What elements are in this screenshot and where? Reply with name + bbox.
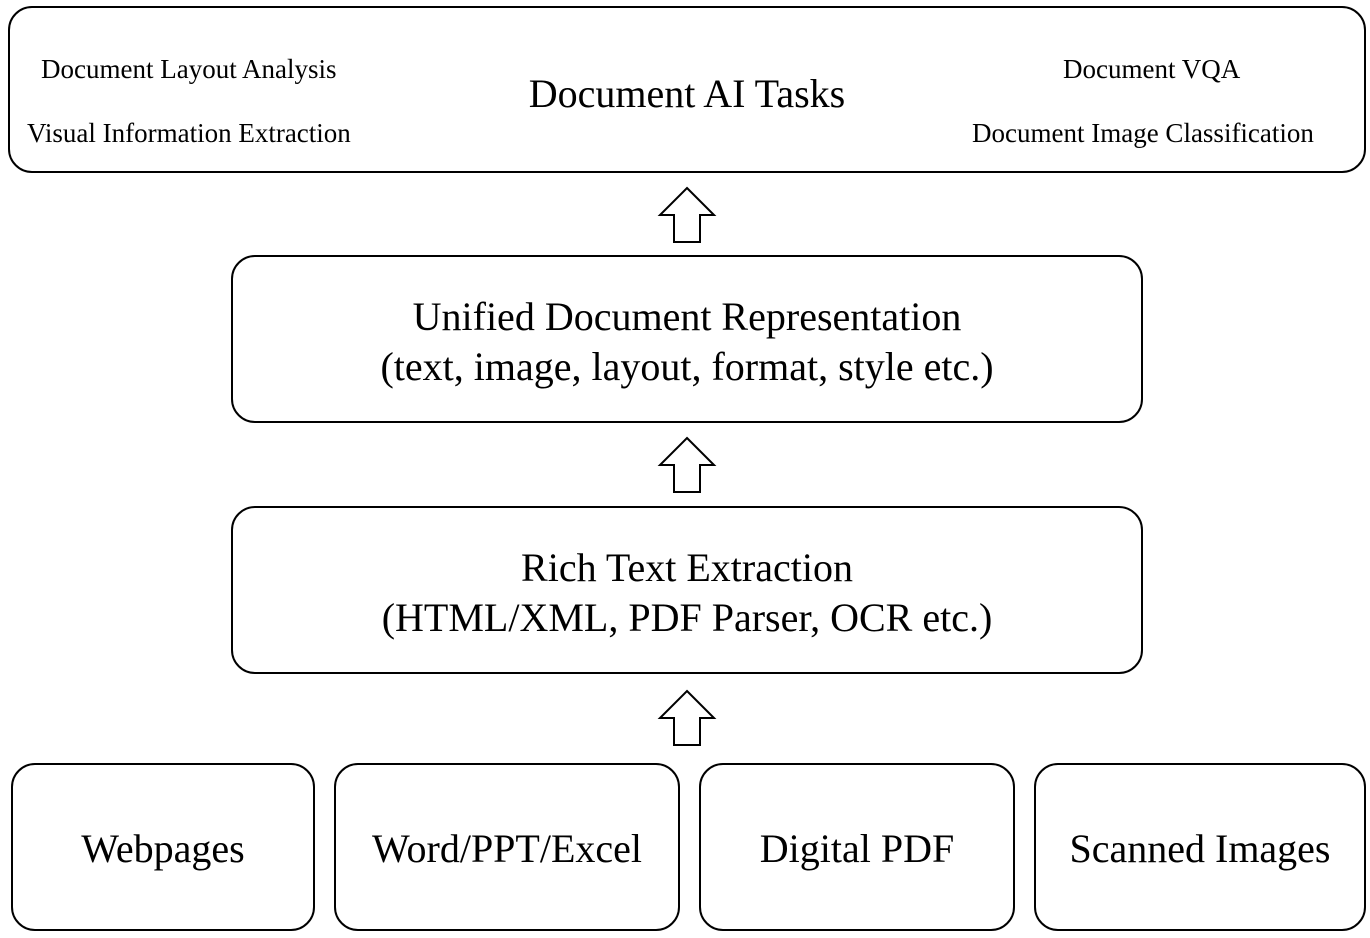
source-scanned-images-box: Scanned Images (1034, 763, 1366, 931)
up-arrow-icon (657, 436, 717, 493)
representation-subtitle: (text, image, layout, format, style etc.… (380, 344, 994, 389)
extraction-box: Rich Text Extraction (HTML/XML, PDF Pars… (231, 506, 1143, 674)
source-webpages-box: Webpages (11, 763, 315, 931)
source-office-box: Word/PPT/Excel (334, 763, 680, 931)
up-arrow-icon (657, 689, 717, 746)
task-layout-analysis: Document Layout Analysis (41, 54, 337, 84)
source-digital-pdf-label: Digital PDF (759, 826, 955, 871)
representation-box: Unified Document Representation (text, i… (231, 255, 1143, 423)
source-digital-pdf-box: Digital PDF (699, 763, 1015, 931)
source-office-label: Word/PPT/Excel (371, 826, 643, 871)
extraction-subtitle: (HTML/XML, PDF Parser, OCR etc.) (381, 595, 993, 640)
source-webpages-label: Webpages (81, 826, 245, 871)
tasks-title: Document AI Tasks (528, 71, 846, 116)
task-document-vqa: Document VQA (1063, 54, 1241, 84)
up-arrow-icon (657, 186, 717, 243)
task-image-classification: Document Image Classification (972, 118, 1314, 148)
source-scanned-images-label: Scanned Images (1069, 826, 1331, 871)
extraction-title: Rich Text Extraction (521, 545, 853, 590)
task-visual-info-extraction: Visual Information Extraction (27, 118, 351, 148)
tasks-box: Document Layout Analysis Visual Informat… (8, 6, 1366, 173)
representation-title: Unified Document Representation (412, 294, 962, 339)
